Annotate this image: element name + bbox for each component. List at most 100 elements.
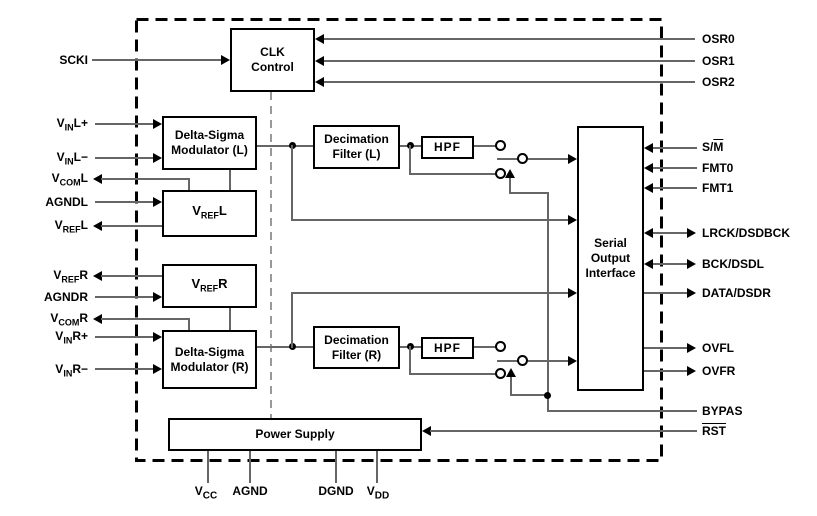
switch-lever-r: [497, 360, 519, 362]
wire-vcom-r: [188, 318, 190, 332]
wire-vref-r-modulator-r: [229, 308, 231, 330]
pin-label-osr0: OSR0: [702, 32, 735, 46]
pin-label-vin-l-plus: VINL+: [56, 116, 88, 133]
wire-agndl: [95, 201, 154, 203]
arrowhead: [93, 221, 102, 231]
pin-label-scki: SCKI: [59, 53, 88, 67]
switch-contact: [495, 140, 506, 151]
pin-label-rst: RST: [702, 424, 726, 438]
arrowhead: [506, 368, 516, 377]
pin-label-bypas: BYPAS: [702, 404, 743, 418]
pin-label-vin-r-plus: VINR+: [55, 329, 88, 346]
wire-vcom-l: [188, 178, 190, 192]
wire-switch-r-control: [510, 394, 549, 396]
wire-vdd: [376, 451, 378, 483]
wire-hpf-l-bypass: [409, 173, 496, 175]
switch-contact: [495, 341, 506, 352]
arrowhead: [315, 56, 324, 66]
block-vref-r: VREFR: [162, 264, 257, 308]
wire-vin-r-plus: [95, 336, 154, 338]
arrowhead: [687, 228, 696, 238]
wire-s-m: [653, 147, 697, 149]
wire-vin-l-minus: [95, 157, 154, 159]
arrowhead: [153, 364, 162, 374]
wire-vcom-l: [101, 178, 190, 180]
pin-label-fmt0: FMT0: [702, 161, 734, 175]
arrowhead: [568, 356, 577, 366]
pin-label-vcom-l: VCOML: [51, 171, 88, 188]
wire-vin-r-minus: [95, 368, 154, 370]
switch-contact: [495, 368, 506, 379]
pin-label-bck-dsdl: BCK/DSDL: [702, 257, 764, 271]
wire-modulator-l-out: [257, 145, 313, 147]
wire-hpf-r-bypass: [409, 346, 411, 375]
arrowhead: [153, 119, 162, 129]
wire-hpf-r-bypass: [409, 373, 496, 375]
pin-label-vref-r: VREFR: [53, 268, 88, 285]
arrowhead: [687, 288, 696, 298]
wire-r-direct: [291, 292, 568, 294]
pin-label-vdd: VDD: [366, 484, 390, 502]
pin-label-dgnd: DGND: [318, 484, 354, 498]
arrowhead: [93, 271, 102, 281]
wire-dgnd: [335, 451, 337, 483]
pin-label-agndl: AGNDL: [45, 195, 88, 209]
arrowhead: [315, 34, 324, 44]
wire-l-direct: [291, 145, 293, 221]
pin-label-osr2: OSR2: [702, 75, 735, 89]
arrowhead: [644, 163, 653, 173]
arrowhead: [221, 55, 230, 65]
block-hpf-r: HPF: [421, 337, 474, 359]
wire-bypas-trunk: [547, 192, 549, 412]
wire-vref-l: [101, 225, 162, 227]
wire-hpf-r-out: [474, 346, 496, 348]
wire-data-dsdr: [644, 292, 688, 294]
pin-label-fmt1: FMT1: [702, 181, 734, 195]
arrowhead: [153, 332, 162, 342]
pin-label-vref-l: VREFL: [54, 218, 88, 235]
pin-label-agnd: AGND: [232, 484, 268, 498]
arrowhead: [568, 288, 577, 298]
switch-pole: [517, 355, 528, 366]
wire-hpf-l-bypass: [409, 145, 411, 175]
arrowhead: [687, 343, 696, 353]
wire-fmt0: [653, 167, 697, 169]
wire-switch-l-control: [509, 192, 549, 194]
wire-vcom-r: [101, 318, 190, 320]
switch-pole: [517, 153, 528, 164]
pin-label-ovfl: OVFL: [702, 341, 734, 355]
block-power-supply: Power Supply: [168, 418, 422, 451]
pin-label-ovfr: OVFR: [702, 364, 736, 378]
arrowhead: [153, 292, 162, 302]
wire-rst: [430, 430, 697, 432]
wire-osr2: [324, 81, 695, 83]
junction-dot: [544, 392, 551, 399]
wire-switch-l-control: [509, 178, 511, 193]
arrowhead: [93, 174, 102, 184]
pin-label-vin-l-minus: VINL−: [56, 150, 88, 167]
pin-label-osr1: OSR1: [702, 54, 735, 68]
pin-label-vcc: VCC: [194, 484, 218, 502]
arrowhead: [422, 426, 431, 436]
wire-modulator-l-vref-l: [229, 170, 231, 190]
wire-ovfl: [644, 347, 688, 349]
arrowhead: [93, 314, 102, 324]
arrowhead: [644, 143, 653, 153]
wire-vin-l-plus: [95, 123, 154, 125]
arrowhead: [644, 259, 653, 269]
wire-switch-r-control: [510, 377, 512, 396]
arrowhead: [687, 259, 696, 269]
wire-switch-l-to-serial: [528, 158, 568, 160]
wire-bck-dsdl: [653, 263, 688, 265]
wire-osr1: [324, 60, 695, 62]
wire-hpf-l-out: [474, 145, 496, 147]
wire-agndr: [95, 296, 154, 298]
wire-vref-r: [101, 275, 162, 277]
wire-bypas: [547, 410, 697, 412]
arrowhead: [315, 77, 324, 87]
